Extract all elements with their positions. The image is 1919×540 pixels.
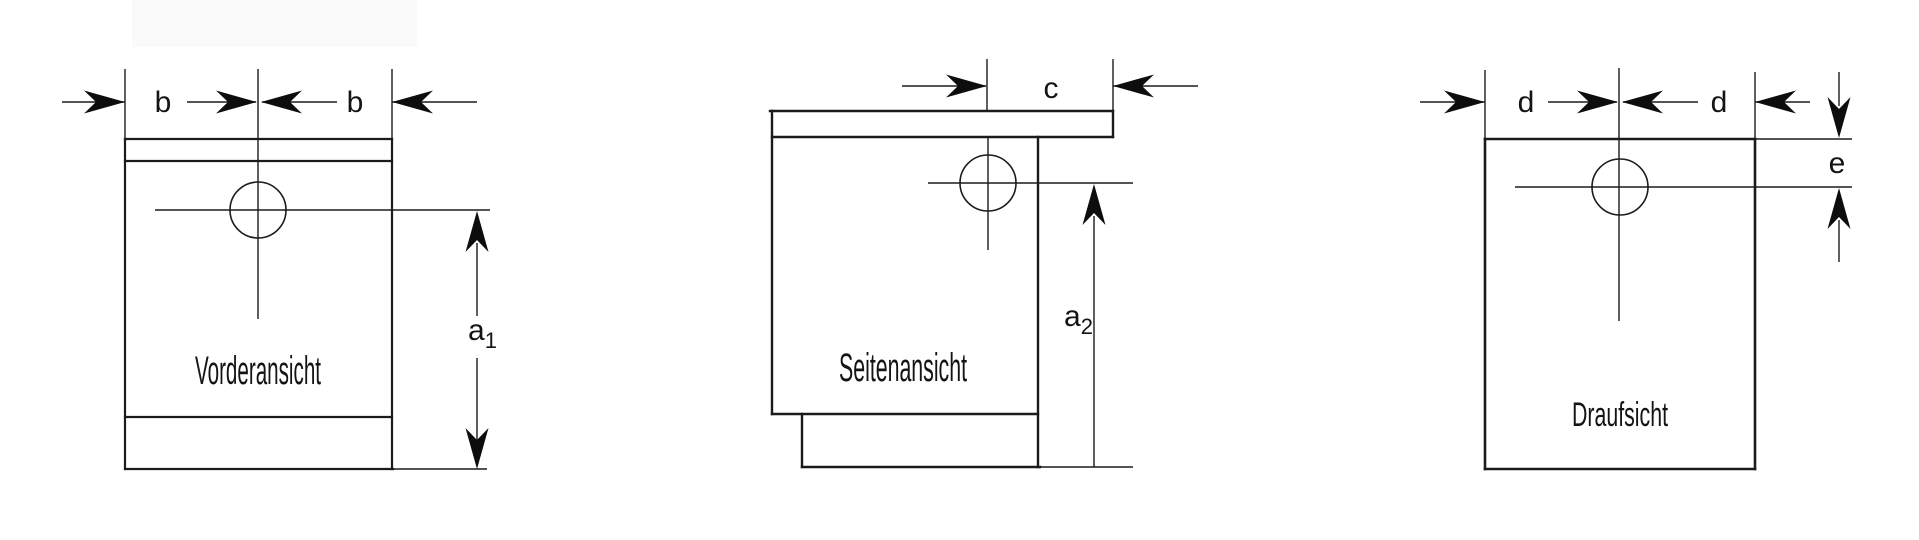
arrowhead: [1113, 74, 1154, 98]
arrowhead: [1827, 188, 1851, 229]
dim-label-a1: a1: [468, 314, 497, 353]
arrowhead: [465, 428, 489, 469]
arrowhead: [84, 90, 125, 114]
arrowhead: [216, 90, 257, 114]
arrowhead: [1082, 184, 1106, 225]
view-title: Vorderansicht: [195, 349, 321, 393]
arrowhead: [465, 211, 489, 252]
dim-label-b-left: b: [155, 86, 172, 119]
arrowhead: [1622, 90, 1663, 114]
scan-artifact-patch: [132, 0, 417, 47]
dim-label-a2: a2: [1064, 300, 1093, 339]
dim-label-e: e: [1829, 147, 1846, 180]
view-title: Seitenansicht: [839, 346, 967, 390]
arrowhead: [1444, 90, 1485, 114]
view-title: Draufsicht: [1572, 396, 1668, 434]
dim-label-d-left: d: [1518, 86, 1535, 119]
arrowhead: [1755, 90, 1796, 114]
arrowhead: [392, 90, 433, 114]
arrowhead: [261, 90, 302, 114]
arrowhead: [946, 74, 987, 98]
dim-label-d-right: d: [1711, 86, 1728, 119]
dim-label-b-right: b: [347, 86, 364, 119]
dim-label-c: c: [1044, 72, 1059, 105]
arrowhead: [1827, 97, 1851, 138]
arrowhead: [1577, 90, 1618, 114]
